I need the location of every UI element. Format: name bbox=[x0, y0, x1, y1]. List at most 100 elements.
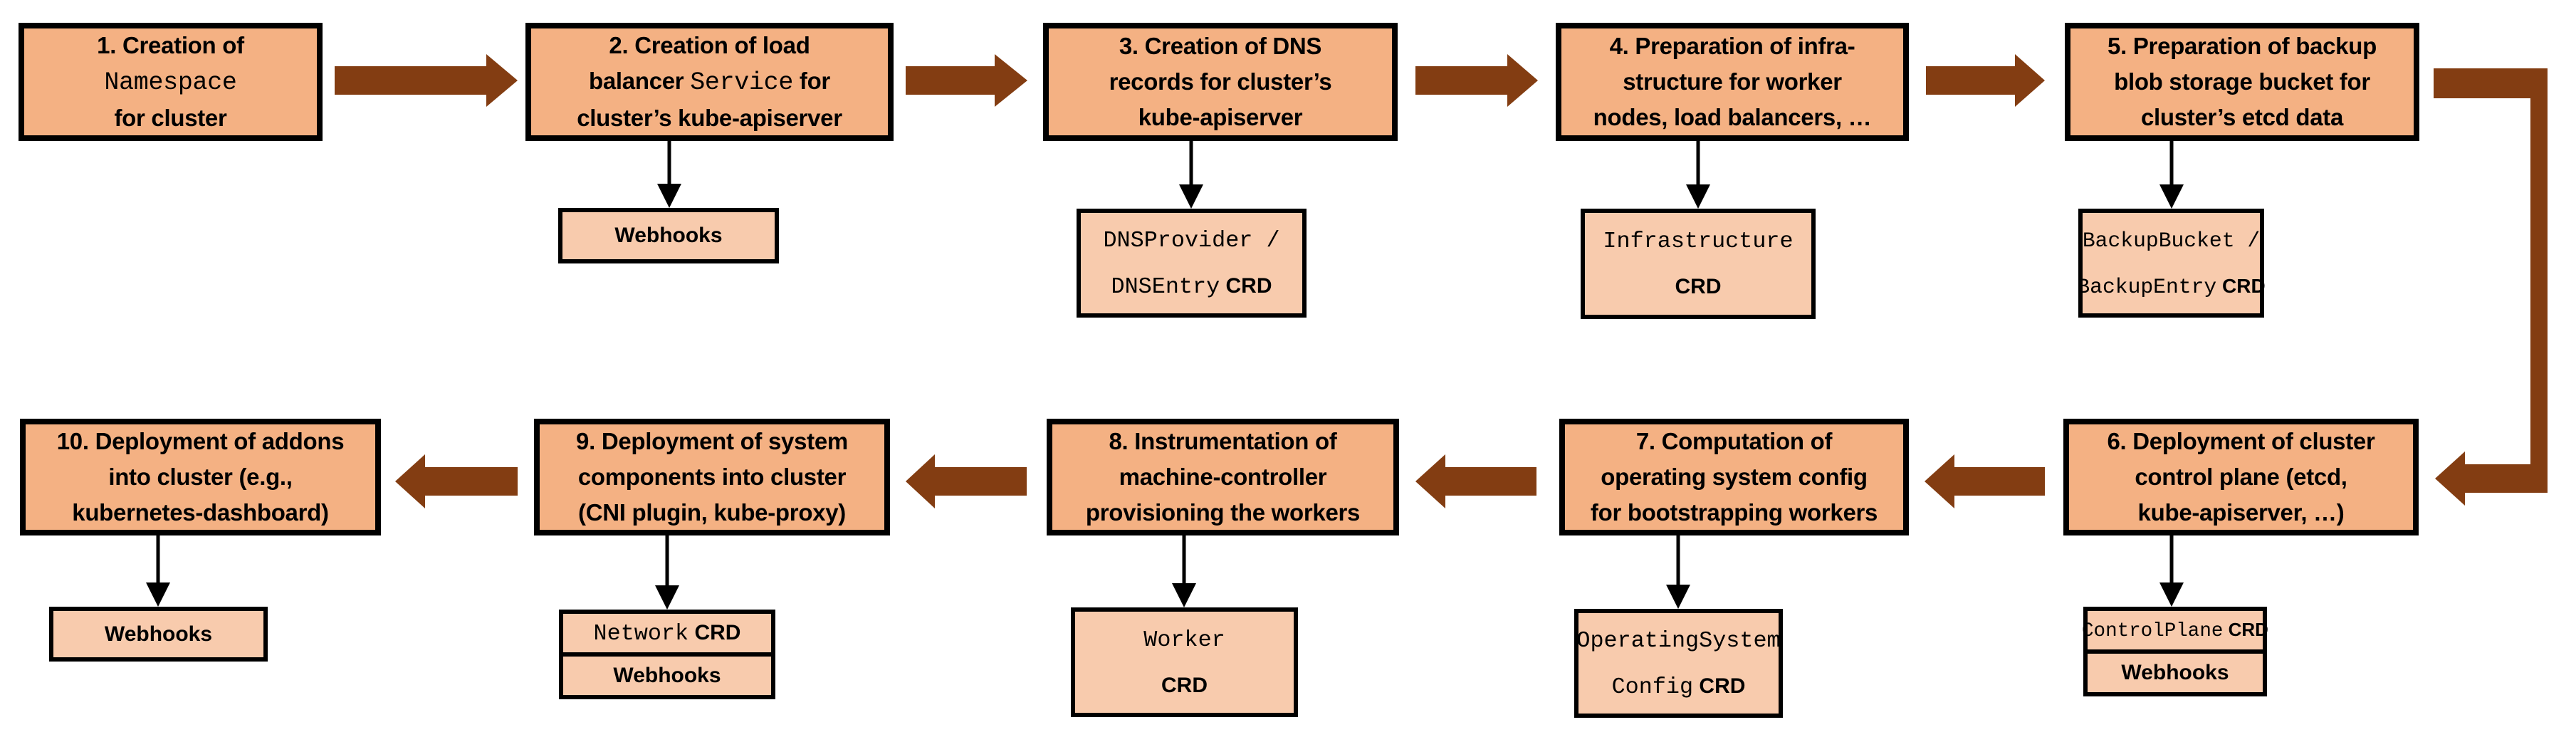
sub-box-text: CRD bbox=[1220, 273, 1272, 298]
step-label-text: 4. Preparation of infra- bbox=[1609, 33, 1855, 59]
connector-step2-webhooks bbox=[657, 141, 681, 208]
step-10-box: 10. Deployment of addons into cluster (e… bbox=[20, 419, 381, 535]
sub-box-label: ControlPlane CRD bbox=[2082, 607, 2268, 654]
connector-step10-webhooks bbox=[146, 535, 170, 607]
step-label: nodes, load balancers, … bbox=[1593, 100, 1872, 135]
step-2-box: 2. Creation of load balancer Service for… bbox=[525, 23, 894, 141]
step-label-text: Service bbox=[690, 68, 794, 97]
step-label-text: 8. Instrumentation of bbox=[1109, 428, 1337, 454]
sub-box-text: BackupBucket / bbox=[2082, 228, 2261, 253]
step-label-text: control plane (etcd, bbox=[2135, 464, 2347, 490]
step-label: 5. Preparation of backup bbox=[2108, 28, 2377, 64]
sub-box-label: BackupEntry CRD bbox=[2077, 263, 2265, 310]
step-label: 6. Deployment of cluster bbox=[2107, 424, 2375, 459]
step-label-text: 9. Deployment of system bbox=[576, 428, 848, 454]
flow-arrow-step1-to-step2 bbox=[335, 54, 518, 107]
step-label: machine-controller bbox=[1119, 459, 1327, 495]
step-9-box: 9. Deployment of system components into … bbox=[534, 419, 890, 535]
step-label: Namespace bbox=[104, 63, 236, 100]
sub-box-label: Webhooks bbox=[613, 653, 721, 699]
step-label: 3. Creation of DNS bbox=[1119, 28, 1322, 64]
step-label: structure for worker bbox=[1623, 64, 1842, 100]
sub-box-label: OperatingSystem bbox=[1576, 617, 1780, 664]
sub-box-text: Webhooks bbox=[613, 664, 721, 687]
step-label-text: provisioning the workers bbox=[1085, 499, 1361, 526]
step-label: cluster’s etcd data bbox=[2141, 100, 2343, 135]
sub-box-text: Webhooks bbox=[614, 224, 723, 247]
crd-box-network: Network CRD bbox=[559, 610, 775, 657]
step-label-text: kubernetes-dashboard) bbox=[72, 499, 329, 526]
flow-arrow-step5-to-step6-elbow bbox=[2434, 68, 2548, 506]
crd-box-backupbucket-backupentry: BackupBucket / BackupEntry CRD bbox=[2077, 209, 2266, 318]
step-label-text: 10. Deployment of addons bbox=[56, 428, 345, 454]
step-8-box: 8. Instrumentation of machine-controller… bbox=[1047, 419, 1399, 535]
connector-step7-osc-crd bbox=[1666, 535, 1690, 609]
step-label-text: 7. Computation of bbox=[1635, 428, 1833, 454]
step-label-text: records for cluster’s bbox=[1109, 68, 1332, 95]
step-label: for cluster bbox=[114, 100, 226, 136]
sub-box-text: Webhooks bbox=[2121, 661, 2229, 684]
step-label: control plane (etcd, bbox=[2135, 459, 2347, 495]
sub-box-text: OperatingSystem bbox=[1576, 627, 1781, 654]
flow-arrow-step9-to-step10 bbox=[395, 454, 518, 508]
sub-box-label: DNSEntry CRD bbox=[1111, 263, 1272, 310]
step-label-text: 6. Deployment of cluster bbox=[2107, 428, 2375, 454]
sub-box-text: Infrastructure bbox=[1603, 229, 1794, 254]
step-7-box: 7. Computation of operating system confi… bbox=[1559, 419, 1909, 535]
step-label-text: kube-apiserver, …) bbox=[2137, 499, 2345, 526]
step-4-box: 4. Preparation of infra- structure for w… bbox=[1556, 23, 1909, 141]
step-label-text: operating system config bbox=[1601, 464, 1868, 490]
sub-box-text: CRD bbox=[1693, 674, 1746, 698]
flow-arrow-step3-to-step4 bbox=[1415, 54, 1538, 107]
connector-step8-worker-crd bbox=[1172, 535, 1196, 607]
step-label-text: (CNI plugin, kube-proxy) bbox=[578, 499, 846, 526]
connector-step3-dns-crd bbox=[1179, 141, 1203, 209]
crd-box-controlplane: ControlPlane CRD bbox=[2082, 607, 2268, 654]
flow-arrow-step7-to-step8 bbox=[1415, 454, 1536, 508]
step-label: blob storage bucket for bbox=[2114, 64, 2370, 100]
step-label-text: into cluster (e.g., bbox=[108, 464, 293, 490]
step-3-box: 3. Creation of DNS records for cluster’s… bbox=[1043, 23, 1398, 141]
step-label-text: 5. Preparation of backup bbox=[2108, 33, 2377, 59]
sub-box-label: CRD bbox=[1675, 264, 1722, 310]
flow-arrow-step2-to-step3 bbox=[906, 54, 1027, 107]
sub-box-text: BackupEntry bbox=[2077, 274, 2217, 299]
sub-box-text: CRD bbox=[2216, 274, 2266, 297]
sub-box-text: CRD bbox=[1675, 275, 1722, 298]
step-label: 4. Preparation of infra- bbox=[1610, 28, 1855, 64]
webhooks-box-step2: Webhooks bbox=[558, 208, 779, 263]
step-label-text: blob storage bucket for bbox=[2114, 68, 2370, 95]
step-5-box: 5. Preparation of backup blob storage bu… bbox=[2065, 23, 2419, 141]
step-6-box: 6. Deployment of cluster control plane (… bbox=[2063, 419, 2419, 535]
step-label-text: nodes, load balancers, … bbox=[1593, 104, 1872, 130]
sub-box-text: Config bbox=[1611, 674, 1694, 700]
step-label-text: 3. Creation of DNS bbox=[1119, 33, 1322, 59]
step-label: 2. Creation of load bbox=[609, 28, 810, 63]
sub-box-label: DNSProvider / bbox=[1103, 217, 1279, 263]
step-label-text: 1. Creation of bbox=[97, 32, 244, 58]
sub-box-label: Network CRD bbox=[594, 610, 741, 657]
step-label: kube-apiserver bbox=[1138, 100, 1303, 135]
step-label-text: 2. Creation of load bbox=[609, 32, 810, 58]
step-label-text: cluster’s kube-apiserver bbox=[577, 105, 842, 131]
step-label-text: for bootstrapping workers bbox=[1590, 499, 1878, 526]
webhooks-box-step6: Webhooks bbox=[2083, 649, 2267, 696]
step-label: 10. Deployment of addons bbox=[57, 424, 345, 459]
step-label-text: machine-controller bbox=[1119, 464, 1327, 490]
step-label: operating system config bbox=[1601, 459, 1868, 495]
step-label-text: components into cluster bbox=[577, 464, 847, 490]
step-label-text: cluster’s etcd data bbox=[2140, 104, 2344, 130]
sub-box-label: Webhooks bbox=[2121, 650, 2229, 696]
sub-box-text: Webhooks bbox=[104, 622, 213, 646]
sub-box-label: Config CRD bbox=[1612, 664, 1746, 710]
step-label: 9. Deployment of system bbox=[576, 424, 848, 459]
sub-box-text: DNSProvider / bbox=[1103, 227, 1280, 254]
step-label-text: balancer bbox=[589, 68, 691, 94]
step-label: provisioning the workers bbox=[1085, 495, 1361, 531]
crd-box-dnsprovider-dnsentry: DNSProvider / DNSEntry CRD bbox=[1077, 209, 1307, 318]
flow-arrow-step4-to-step5 bbox=[1926, 54, 2045, 107]
crd-box-operatingsystemconfig: OperatingSystem Config CRD bbox=[1574, 609, 1783, 718]
flow-arrow-step6-to-step7 bbox=[1925, 454, 2045, 508]
step-label: kube-apiserver, …) bbox=[2138, 495, 2345, 531]
